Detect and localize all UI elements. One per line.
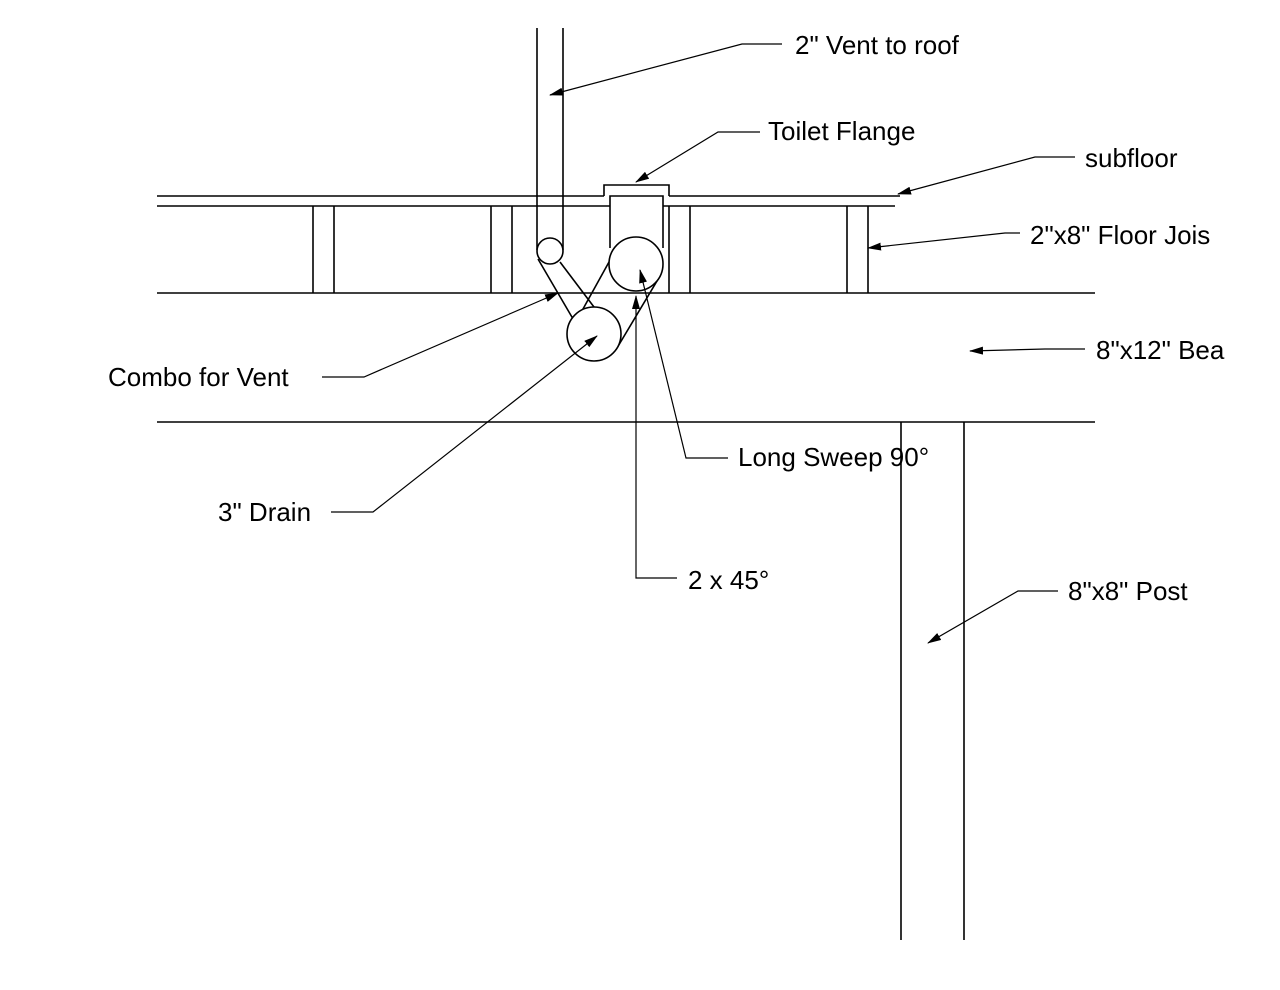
- label-floor-joist: 2"x8" Floor Jois: [1030, 220, 1210, 250]
- floor-joists: [312, 206, 869, 293]
- toilet-flange: [603, 184, 670, 248]
- drain-fittings: [566, 236, 664, 362]
- vent-pipe: [536, 28, 598, 325]
- beam: [157, 292, 1095, 423]
- label-45: 2 x 45°: [688, 565, 769, 595]
- post: [900, 422, 965, 940]
- label-long-sweep: Long Sweep 90°: [738, 442, 929, 472]
- right-crop-mask: [1230, 0, 1280, 990]
- label-post: 8"x8" Post: [1068, 576, 1188, 606]
- label-toilet-flange: Toilet Flange: [768, 116, 915, 146]
- label-beam: 8"x12" Bea: [1096, 335, 1225, 365]
- label-combo: Combo for Vent: [108, 362, 289, 392]
- subfloor: [157, 195, 900, 207]
- label-subfloor: subfloor: [1085, 143, 1178, 173]
- leader-lines: [322, 43, 1085, 644]
- label-vent: 2" Vent to roof: [795, 30, 960, 60]
- label-drain: 3" Drain: [218, 497, 311, 527]
